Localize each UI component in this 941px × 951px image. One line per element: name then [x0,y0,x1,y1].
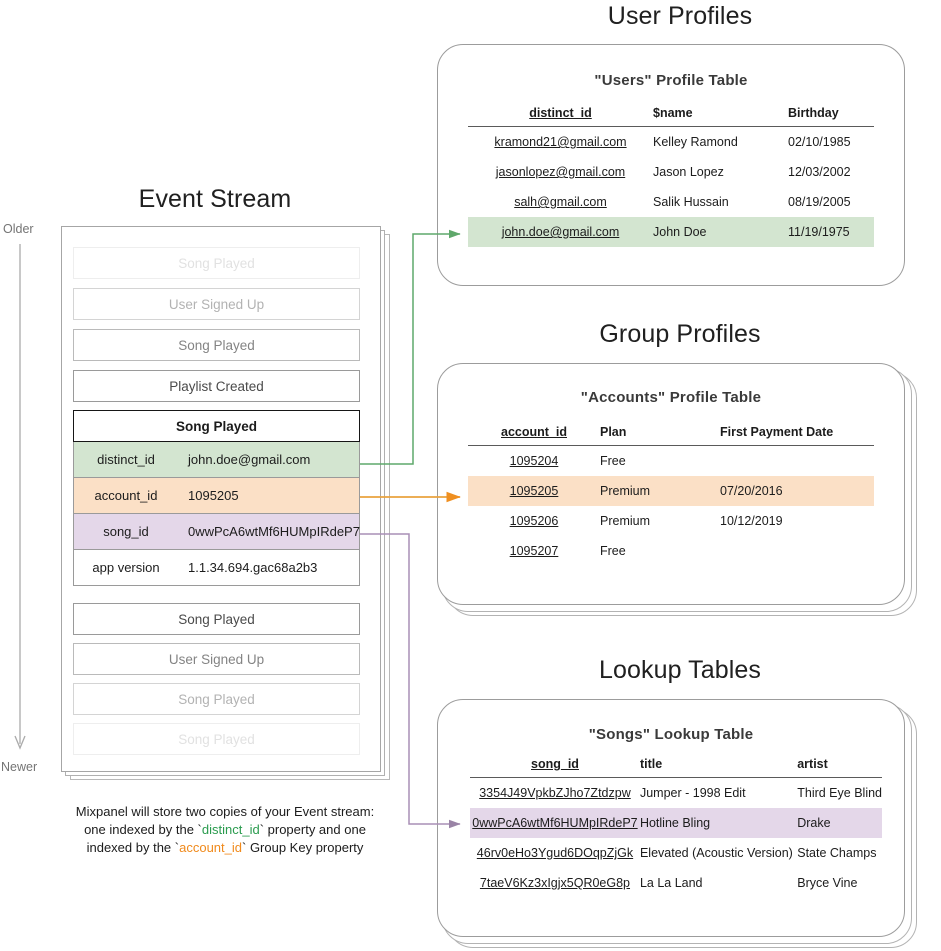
table-row-highlighted[interactable]: 1095205 Premium 07/20/2016 [468,476,874,506]
user-profiles-card: "Users" Profile Table distinct_id $name … [437,44,905,286]
event-label: Song Played [178,731,255,747]
axis-label-newer: Newer [1,760,38,774]
event-property-app-version: app version 1.1.34.694.gac68a2b3 [73,550,360,586]
event-item[interactable]: Song Played [73,603,360,635]
table-row[interactable]: 7taeV6Kz3xIgjx5QR0eG8p La La Land Bryce … [479,876,858,890]
column-header-plan: Plan [600,425,627,439]
event-label: Song Played [178,691,255,707]
event-item[interactable]: User Signed Up [73,288,360,320]
table-row[interactable]: 1095207 Free [509,544,626,558]
event-label: Song Played [178,337,255,353]
property-value: john.doe@gmail.com [188,452,311,467]
event-label: Song Played [178,611,255,627]
event-item[interactable]: Song Played [73,683,360,715]
group-profiles-table: account_id Plan First Payment Date 10952… [468,425,874,566]
section-title-group-profiles: Group Profiles [599,320,761,348]
table-row[interactable]: salh@gmail.com Salik Hussain 08/19/2005 [514,195,851,209]
section-title-event-stream: Event Stream [138,185,292,213]
focused-event-card[interactable]: Song Played distinct_id john.doe@gmail.c… [73,410,360,586]
user-profiles-table: distinct_id $name Birthday kramond21@gma… [468,106,874,247]
table-row-highlighted[interactable]: 0wwPcA6wtMf6HUMpIRdeP7 Hotline Bling Dra… [470,808,882,838]
event-property-account-id: account_id 1095205 [73,478,360,514]
property-key: song_id [103,524,149,539]
event-item[interactable]: Song Played [73,723,360,755]
event-stream-caption: Mixpanel will store two copies of your E… [45,803,405,857]
property-value: 1095205 [188,488,239,503]
caption-line-2-suffix: ` property and one [259,822,366,837]
caption-account-id-token: account_id [179,840,242,855]
table-row[interactable]: kramond21@gmail.com Kelley Ramond 02/10/… [494,135,851,149]
table-row[interactable]: 3354J49VpkbZJho7Ztdzpw Jumper - 1998 Edi… [479,786,882,800]
lookup-tables-card: "Songs" Lookup Table song_id title artis… [437,699,905,937]
caption-line-2: one indexed by the `distinct_id` propert… [45,821,405,839]
caption-line-3-suffix: ` Group Key property [242,840,364,855]
column-header-artist: artist [797,757,828,771]
event-property-song-id: song_id 0wwPcA6wtMf6HUMpIRdeP7 [73,514,360,550]
property-key: account_id [94,488,158,503]
event-item[interactable]: Song Played [73,247,360,279]
section-title-user-profiles: User Profiles [607,2,753,30]
column-header-account-id: account_id [501,425,567,439]
property-key: app version [92,560,160,575]
axis-label-older: Older [3,222,34,236]
event-label: User Signed Up [168,296,265,312]
event-item[interactable]: Song Played [73,329,360,361]
table-header-row: song_id title artist [470,757,882,778]
property-key: distinct_id [97,452,155,467]
event-item[interactable]: Playlist Created [73,370,360,402]
user-profiles-table-title: "Users" Profile Table [594,72,748,89]
column-header-birthday: Birthday [788,106,839,120]
table-row[interactable]: 1095204 Free [509,454,626,468]
songs-lookup-table: song_id title artist 3354J49VpkbZJho7Ztd… [470,757,882,898]
event-label: User Signed Up [168,651,265,667]
column-header-name: $name [653,106,693,120]
property-value: 0wwPcA6wtMf6HUMpIRdeP7 [188,524,360,539]
table-row[interactable]: 46rv0eHo3Ygud6DOqpZjGk Elevated (Acousti… [476,846,877,860]
event-label: Playlist Created [169,378,264,394]
table-header-row: distinct_id $name Birthday [468,106,874,127]
caption-distinct-id-token: distinct_id [201,822,260,837]
event-item[interactable]: User Signed Up [73,643,360,675]
focused-event-name: Song Played [73,410,360,442]
property-value: 1.1.34.694.gac68a2b3 [188,560,318,575]
table-row[interactable]: 1095206 Premium 10/12/2019 [509,514,783,528]
caption-line-2-prefix: one indexed by the ` [84,822,202,837]
table-header-row: account_id Plan First Payment Date [468,425,874,446]
table-row[interactable]: jasonlopez@gmail.com Jason Lopez 12/03/2… [495,165,851,179]
group-profiles-table-title: "Accounts" Profile Table [580,389,762,406]
caption-line-1: Mixpanel will store two copies of your E… [75,804,375,819]
table-row-highlighted[interactable]: john.doe@gmail.com John Doe 11/19/1975 [468,217,874,247]
event-label: Song Played [178,255,255,271]
section-title-lookup-tables: Lookup Tables [598,656,762,684]
column-header-first-payment-date: First Payment Date [720,425,834,439]
column-header-title: title [639,757,663,771]
caption-line-3-prefix: indexed by the ` [86,840,180,855]
event-property-distinct-id: distinct_id john.doe@gmail.com [73,442,360,478]
group-profiles-card: "Accounts" Profile Table account_id Plan… [437,363,905,605]
time-arrow-icon [14,244,26,750]
column-header-distinct-id: distinct_id [529,106,592,120]
caption-line-3: indexed by the `account_id` Group Key pr… [45,839,405,857]
lookup-table-title: "Songs" Lookup Table [588,726,754,743]
column-header-song-id: song_id [531,757,579,771]
